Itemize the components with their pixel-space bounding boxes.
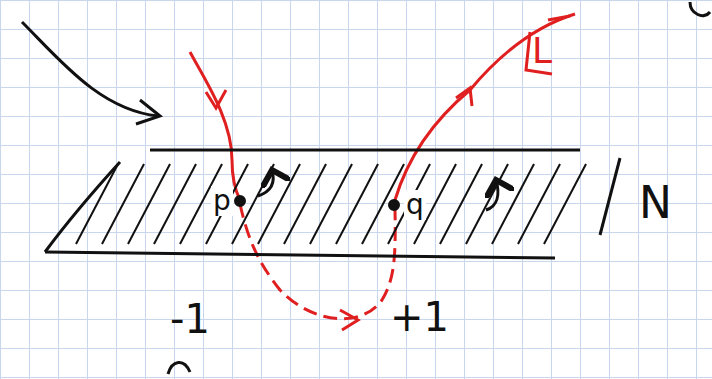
hatch-line <box>284 164 326 244</box>
curve-label: L <box>530 32 554 70</box>
pointer-head <box>136 100 160 124</box>
hatch-line <box>310 164 352 244</box>
hatch-line <box>440 164 482 244</box>
hatch-line <box>258 164 300 244</box>
hatch-line <box>76 164 118 244</box>
curve-L <box>395 14 575 200</box>
band-outline <box>40 140 680 265</box>
cut-mark <box>690 2 710 16</box>
hatch-line <box>102 164 144 244</box>
hatch-line <box>466 164 508 244</box>
hatch-line <box>232 164 274 244</box>
hatch-line <box>206 164 248 244</box>
band-edge <box>600 158 620 235</box>
hatch-line <box>544 164 586 244</box>
curve-arrow <box>456 88 472 106</box>
hatch-line <box>518 164 560 244</box>
band-edge <box>45 162 120 252</box>
curve-L-under <box>240 204 395 319</box>
band-label: N <box>639 181 672 225</box>
point-label: q <box>404 190 426 220</box>
sign-label: -1 <box>168 298 212 340</box>
hatch-line <box>492 164 534 244</box>
hatch-line <box>336 164 378 244</box>
sign-label: +1 <box>388 296 451 338</box>
bracket <box>548 16 570 20</box>
point-dot <box>235 196 245 206</box>
hatched-band: N <box>40 140 680 265</box>
hatch-line <box>362 164 404 244</box>
pointer-arrow <box>22 22 158 116</box>
band-edge <box>45 252 555 258</box>
hatch-line <box>154 164 196 244</box>
hatch-line <box>128 164 170 244</box>
curve-arrow <box>340 310 358 330</box>
hatch-line <box>388 164 430 244</box>
cut-mark <box>168 362 190 374</box>
band-edge <box>150 149 580 152</box>
curve-arrow <box>206 90 226 108</box>
point-label: p <box>211 186 233 216</box>
point-dot <box>389 200 399 210</box>
